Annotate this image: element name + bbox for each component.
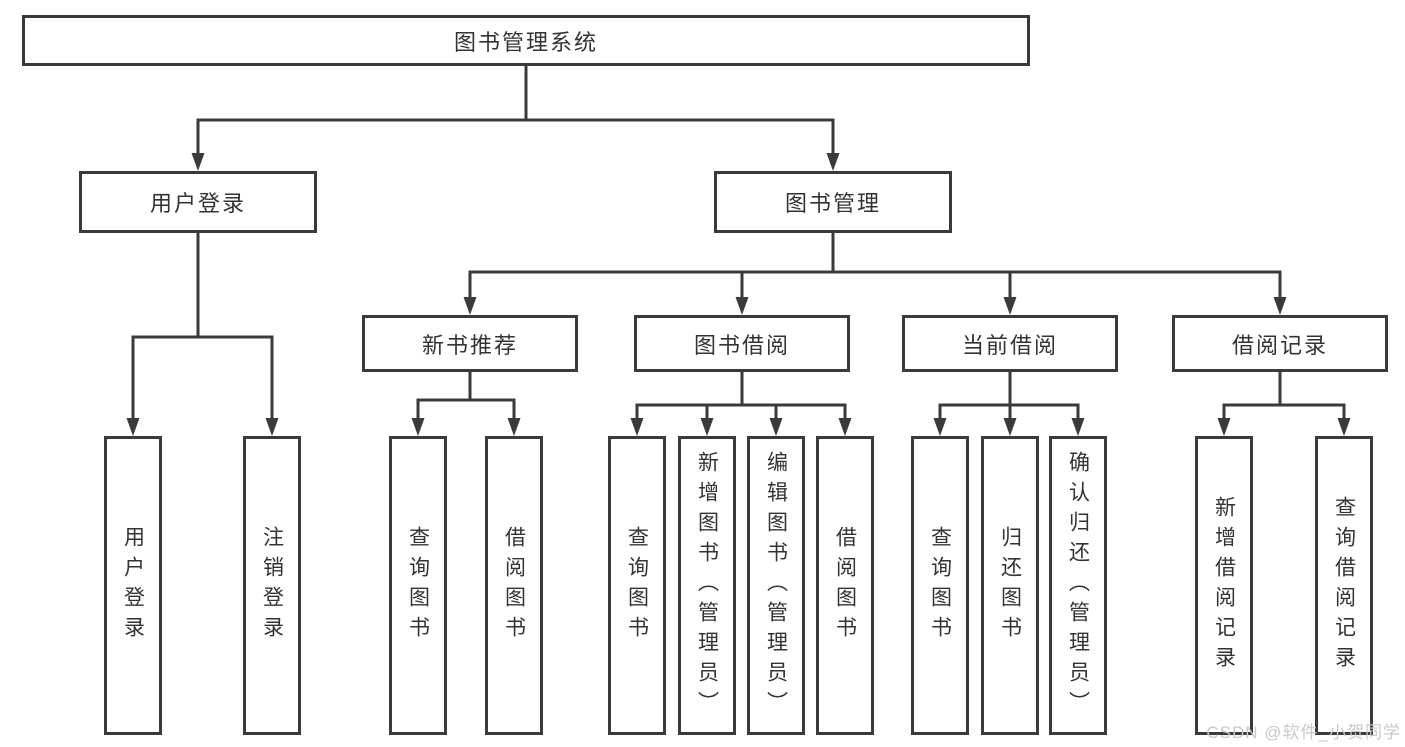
node-label: 用户登录 [149, 191, 246, 216]
node-label: 查询图书 [928, 525, 952, 646]
node-label: 借阅记录 [1231, 332, 1328, 358]
node-leaf-query-books-3: 查询图书 [911, 436, 969, 735]
node-leaf-return-books: 归还图书 [981, 436, 1039, 735]
node-label: 查询图书 [406, 525, 430, 646]
node-leaf-add-borrow-record: 新增借阅记录 [1195, 436, 1253, 735]
node-label: 借阅图书 [833, 525, 857, 646]
node-new-book-recommend: 新书推荐 [362, 315, 578, 372]
node-leaf-borrow-books-1: 借阅图书 [485, 436, 543, 735]
node-label: 用户登录 [121, 525, 145, 646]
node-label: 新书推荐 [421, 332, 518, 358]
node-label: 新增图书（管理员） [695, 450, 719, 721]
node-leaf-query-borrow-record: 查询借阅记录 [1315, 436, 1373, 735]
node-label: 新增借阅记录 [1212, 495, 1236, 676]
node-label: 归还图书 [998, 525, 1022, 646]
node-label: 查询借阅记录 [1332, 495, 1356, 676]
node-user-login: 用户登录 [79, 171, 317, 233]
csdn-watermark: CSDN @软件_小贺同学 [1206, 723, 1401, 742]
node-leaf-edit-books-admin: 编辑图书（管理员） [747, 436, 805, 735]
node-label: 注销登录 [260, 525, 284, 646]
node-label: 确认归还（管理员） [1066, 450, 1090, 721]
node-leaf-query-books-1: 查询图书 [389, 436, 447, 735]
node-leaf-borrow-books-2: 借阅图书 [816, 436, 874, 735]
node-leaf-query-books-2: 查询图书 [608, 436, 666, 735]
node-book-borrowing: 图书借阅 [634, 315, 850, 372]
node-borrow-records: 借阅记录 [1172, 315, 1388, 372]
node-label: 图书管理 [784, 191, 881, 216]
node-label: 借阅图书 [502, 525, 526, 646]
node-label: 图书借阅 [693, 332, 790, 358]
node-label: 当前借阅 [961, 332, 1058, 358]
node-label: 图书管理系统 [453, 29, 598, 55]
node-leaf-add-books-admin: 新增图书（管理员） [678, 436, 736, 735]
node-leaf-logout: 注销登录 [243, 436, 301, 735]
node-label: 编辑图书（管理员） [764, 450, 788, 721]
node-library-system: 图书管理系统 [22, 15, 1030, 66]
node-book-management: 图书管理 [714, 171, 952, 233]
node-label: 查询图书 [625, 525, 649, 646]
node-leaf-user-login: 用户登录 [104, 436, 162, 735]
node-leaf-confirm-return-admin: 确认归还（管理员） [1049, 436, 1107, 735]
node-current-borrowing: 当前借阅 [902, 315, 1118, 372]
